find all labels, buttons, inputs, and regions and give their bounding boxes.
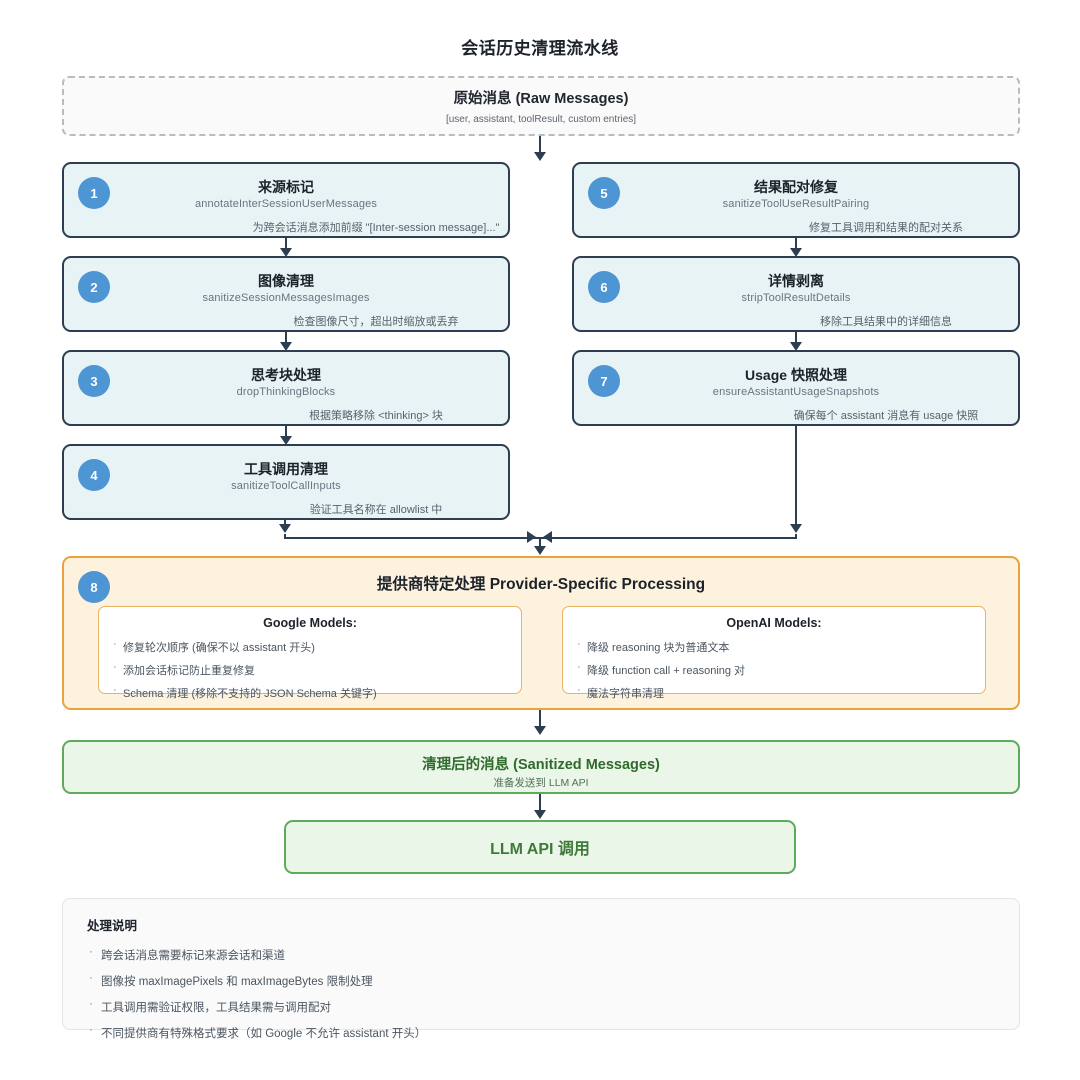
step-description-4: 验证工具名称在 allowlist 中	[309, 504, 443, 516]
openai-models-item: 魔法字符串清理	[577, 684, 971, 701]
step-badge-8: 8	[78, 571, 110, 603]
processing-notes-item: 图像按 maxImagePixels 和 maxImageBytes 限制处理	[87, 972, 995, 989]
step-title-6: 详情剥离	[768, 273, 824, 289]
processing-notes-title: 处理说明	[87, 919, 138, 933]
raw-messages-subtitle: [user, assistant, toolResult, custom ent…	[445, 114, 637, 125]
connector-raw-down	[539, 136, 541, 156]
step-badge-1: 1	[78, 177, 110, 209]
openai-models-panel: OpenAI Models: 降级 reasoning 块为普通文本 降级 fu…	[562, 606, 986, 700]
arrowhead-sanitized-to-llm	[534, 810, 546, 819]
step-badge-5: 5	[588, 177, 620, 209]
step-description-1: 为跨会话消息添加前缀 "[Inter-session message]..."	[252, 222, 500, 234]
step-box-3: 3 思考块处理 dropThinkingBlocks 根据策略移除 <think…	[62, 350, 510, 426]
processing-notes-item: 跨会话消息需要标记来源会话和渠道	[87, 946, 995, 963]
step-description-5: 修复工具调用和结果的配对关系	[809, 222, 963, 234]
step-description-6: 移除工具结果中的详细信息	[820, 316, 952, 328]
step-badge-7: 7	[588, 365, 620, 397]
step-box-5: 5 结果配对修复 sanitizeToolUseResultPairing 修复…	[572, 162, 1020, 238]
provider-specific-title: 提供商特定处理 Provider-Specific Processing	[376, 576, 706, 593]
step-box-2: 2 图像清理 sanitizeSessionMessagesImages 检查图…	[62, 256, 510, 332]
arrowhead-provider-to-sanitized	[534, 726, 546, 735]
connector-3-to-4	[285, 426, 287, 440]
google-models-title: Google Models:	[263, 616, 357, 630]
raw-messages-title: 原始消息 (Raw Messages)	[453, 91, 629, 107]
step-description-7: 确保每个 assistant 消息有 usage 快照	[793, 410, 979, 422]
google-models-item: 添加会话标记防止重复修复	[113, 661, 507, 678]
processing-notes-item: 工具调用需验证权限，工具结果需与调用配对	[87, 998, 995, 1015]
arrowhead-5-to-6	[790, 248, 802, 257]
step-function-4: sanitizeToolCallInputs	[231, 480, 341, 492]
llm-api-call-box: LLM API 调用	[284, 820, 796, 874]
openai-models-title: OpenAI Models:	[726, 616, 822, 630]
google-models-panel: Google Models: 修复轮次顺序 (确保不以 assistant 开头…	[98, 606, 522, 700]
step-box-6: 6 详情剥离 stripToolResultDetails 移除工具结果中的详细…	[572, 256, 1020, 332]
arrowhead-2-to-3	[280, 342, 292, 351]
step-function-6: stripToolResultDetails	[741, 292, 851, 304]
page-title: 会话历史清理流水线	[461, 39, 619, 58]
step-box-1: 1 来源标记 annotateInterSessionUserMessages …	[62, 162, 510, 238]
step-title-3: 思考块处理	[251, 367, 321, 383]
arrowhead-6-to-7	[790, 342, 802, 351]
llm-api-call-label: LLM API 调用	[490, 841, 590, 858]
sanitized-messages-box: 清理后的消息 (Sanitized Messages) 准备发送到 LLM AP…	[62, 740, 1020, 794]
provider-specific-box: 8 提供商特定处理 Provider-Specific Processing G…	[62, 556, 1020, 710]
step-function-7: ensureAssistantUsageSnapshots	[712, 386, 880, 398]
connector-provider-to-sanitized	[539, 710, 541, 730]
step-function-3: dropThinkingBlocks	[236, 386, 336, 398]
processing-notes-box: 处理说明 跨会话消息需要标记来源会话和渠道 图像按 maxImagePixels…	[62, 898, 1020, 1040]
openai-models-item: 降级 reasoning 块为普通文本	[577, 638, 971, 655]
arrowhead-merge-from-right	[543, 531, 552, 543]
step-description-3: 根据策略移除 <thinking> 块	[309, 410, 443, 422]
step-title-5: 结果配对修复	[754, 179, 838, 195]
connector-merge-down	[539, 537, 541, 549]
openai-models-item: 降级 function call + reasoning 对	[577, 661, 971, 678]
step-function-2: sanitizeSessionMessagesImages	[202, 292, 370, 304]
step-function-5: sanitizeToolUseResultPairing	[722, 198, 870, 210]
step-badge-2: 2	[78, 271, 110, 303]
step-function-1: annotateInterSessionUserMessages	[194, 198, 378, 210]
step-box-4: 4 工具调用清理 sanitizeToolCallInputs 验证工具名称在 …	[62, 444, 510, 520]
processing-notes-item: 不同提供商有特殊格式要求（如 Google 不允许 assistant 开头）	[87, 1024, 995, 1041]
google-models-item: 修复轮次顺序 (确保不以 assistant 开头)	[113, 638, 507, 655]
step-description-2: 检查图像尺寸，超出时缩放或丢弃	[293, 316, 459, 328]
sanitized-messages-title: 清理后的消息 (Sanitized Messages)	[422, 757, 660, 773]
connector-sanitized-to-llm	[539, 794, 541, 814]
arrowhead-4-down	[279, 524, 291, 533]
arrowhead-raw-down	[534, 152, 546, 161]
step-title-7: Usage 快照处理	[745, 367, 847, 383]
connector-5-to-6	[795, 238, 797, 252]
arrowhead-merge-from-left	[527, 531, 536, 543]
step-title-4: 工具调用清理	[244, 461, 328, 477]
arrowhead-1-to-2	[280, 248, 292, 257]
connector-1-to-2	[285, 238, 287, 252]
arrowhead-7-down	[790, 524, 802, 533]
connector-2-to-3	[285, 332, 287, 346]
raw-messages-box: 原始消息 (Raw Messages) [user, assistant, to…	[62, 76, 1020, 136]
connector-7-down	[795, 426, 797, 530]
step-badge-4: 4	[78, 459, 110, 491]
arrowhead-3-to-4	[280, 436, 292, 445]
connector-6-to-7	[795, 332, 797, 346]
sanitized-messages-subtitle: 准备发送到 LLM API	[493, 777, 589, 789]
connector-4-down-tail	[284, 534, 286, 539]
step-title-1: 来源标记	[258, 179, 314, 195]
arrowhead-merge-down	[534, 546, 546, 555]
step-box-7: 7 Usage 快照处理 ensureAssistantUsageSnapsho…	[572, 350, 1020, 426]
step-badge-3: 3	[78, 365, 110, 397]
google-models-item: Schema 清理 (移除不支持的 JSON Schema 关键字)	[113, 684, 507, 701]
step-title-2: 图像清理	[258, 273, 314, 289]
step-badge-6: 6	[588, 271, 620, 303]
connector-7-down-tail	[795, 534, 797, 539]
